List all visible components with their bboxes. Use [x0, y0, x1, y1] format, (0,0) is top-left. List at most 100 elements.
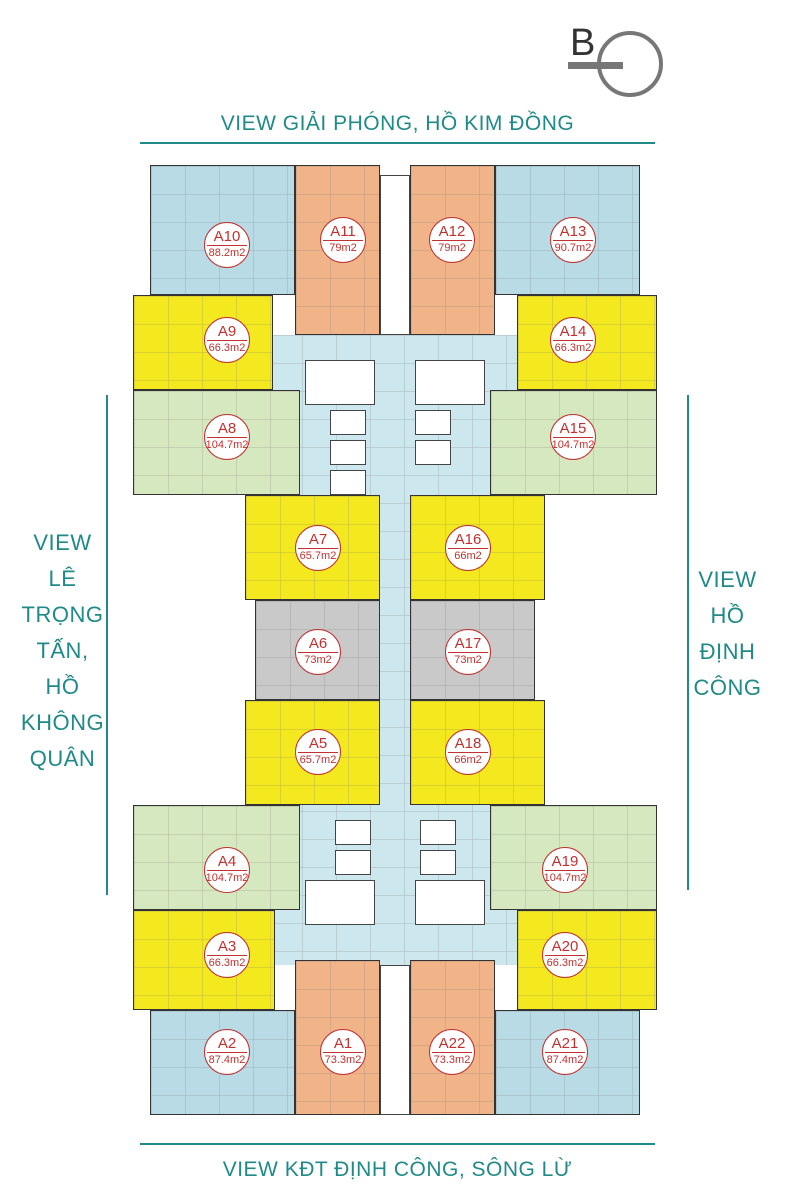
unit-area: 66.3m2 — [554, 342, 592, 354]
unit-code: A5 — [298, 735, 338, 753]
elevator — [330, 410, 366, 435]
unit-code: A8 — [207, 420, 247, 438]
unit-area: 79m2 — [329, 242, 357, 254]
unit-area: 104.7m2 — [551, 439, 595, 451]
unit-a11 — [295, 165, 380, 335]
unit-area: 66.3m2 — [208, 957, 246, 969]
view-right-line: ĐỊNH — [699, 639, 756, 664]
view-right-line: VIEW — [698, 567, 757, 592]
bottom-divider — [140, 1143, 655, 1145]
unit-code: A19 — [545, 853, 585, 871]
unit-area: 79m2 — [438, 242, 466, 254]
view-bottom-label: VIEW KĐT ĐỊNH CÔNG, SÔNG LỪ — [222, 1158, 573, 1181]
view-left-line: VIEW — [33, 530, 92, 555]
unit-area: 66.3m2 — [208, 342, 246, 354]
unit-area: 73.3m2 — [324, 1054, 362, 1066]
unit-a2 — [150, 1010, 295, 1115]
view-left-line: TẤN, — [36, 638, 89, 663]
elevator — [420, 820, 456, 845]
unit-area: 66m2 — [454, 754, 482, 766]
elevator — [330, 440, 366, 465]
view-left-line: TRỌNG — [21, 602, 104, 627]
elevator — [335, 850, 371, 875]
unit-area: 66m2 — [454, 550, 482, 562]
unit-code: A20 — [545, 938, 585, 956]
unit-code: A11 — [323, 223, 363, 241]
unit-code: A2 — [207, 1035, 247, 1053]
unit-code: A15 — [553, 420, 593, 438]
unit-code: A3 — [207, 938, 247, 956]
unit-a22 — [410, 960, 495, 1115]
logo-mark: B — [568, 22, 663, 97]
svg-text:B: B — [570, 22, 595, 64]
stair-core — [305, 360, 375, 405]
elevator — [335, 820, 371, 845]
elevator — [420, 850, 456, 875]
unit-area: 104.7m2 — [543, 872, 587, 884]
unit-code: A9 — [207, 323, 247, 341]
unit-a20 — [517, 910, 657, 1010]
unit-code: A12 — [432, 223, 472, 241]
unit-area: 73m2 — [454, 654, 482, 666]
unit-area: 104.7m2 — [205, 872, 249, 884]
unit-code: A16 — [448, 531, 488, 549]
unit-area: 65.7m2 — [299, 754, 337, 766]
elevator — [415, 410, 451, 435]
stair-core — [305, 880, 375, 925]
view-left-line: HỒ — [45, 674, 80, 699]
unit-code: A4 — [207, 853, 247, 871]
stair-core — [415, 360, 485, 405]
unit-area: 90.7m2 — [554, 242, 592, 254]
unit-area: 66.3m2 — [546, 957, 584, 969]
view-left-line: KHÔNG — [20, 710, 105, 735]
unit-area: 73m2 — [304, 654, 332, 666]
unit-code: A6 — [298, 635, 338, 653]
logo: B — [568, 10, 668, 100]
view-left-line: QUÂN — [29, 746, 96, 771]
left-divider — [106, 395, 108, 895]
top-divider — [140, 142, 655, 144]
light-well-bottom — [380, 965, 410, 1115]
unit-a9 — [133, 295, 273, 390]
view-top-label: VIEW GIẢI PHÓNG, HỒ KIM ĐỒNG — [220, 112, 575, 135]
unit-area: 87.4m2 — [208, 1054, 246, 1066]
elevator — [415, 440, 451, 465]
unit-code: A13 — [553, 223, 593, 241]
right-divider — [687, 395, 689, 890]
unit-code: A17 — [448, 635, 488, 653]
unit-code: A14 — [553, 323, 593, 341]
unit-code: A22 — [432, 1035, 472, 1053]
unit-code: A1 — [323, 1035, 363, 1053]
unit-code: A7 — [298, 531, 338, 549]
unit-area: 73.3m2 — [433, 1054, 471, 1066]
view-left-label: VIEW LÊ TRỌNG TẤN, HỒ KHÔNG QUÂN — [20, 525, 105, 777]
unit-code: A10 — [207, 228, 247, 246]
unit-area: 88.2m2 — [208, 247, 246, 259]
view-left-line: LÊ — [48, 566, 77, 591]
unit-code: A18 — [448, 735, 488, 753]
stair-core — [415, 880, 485, 925]
